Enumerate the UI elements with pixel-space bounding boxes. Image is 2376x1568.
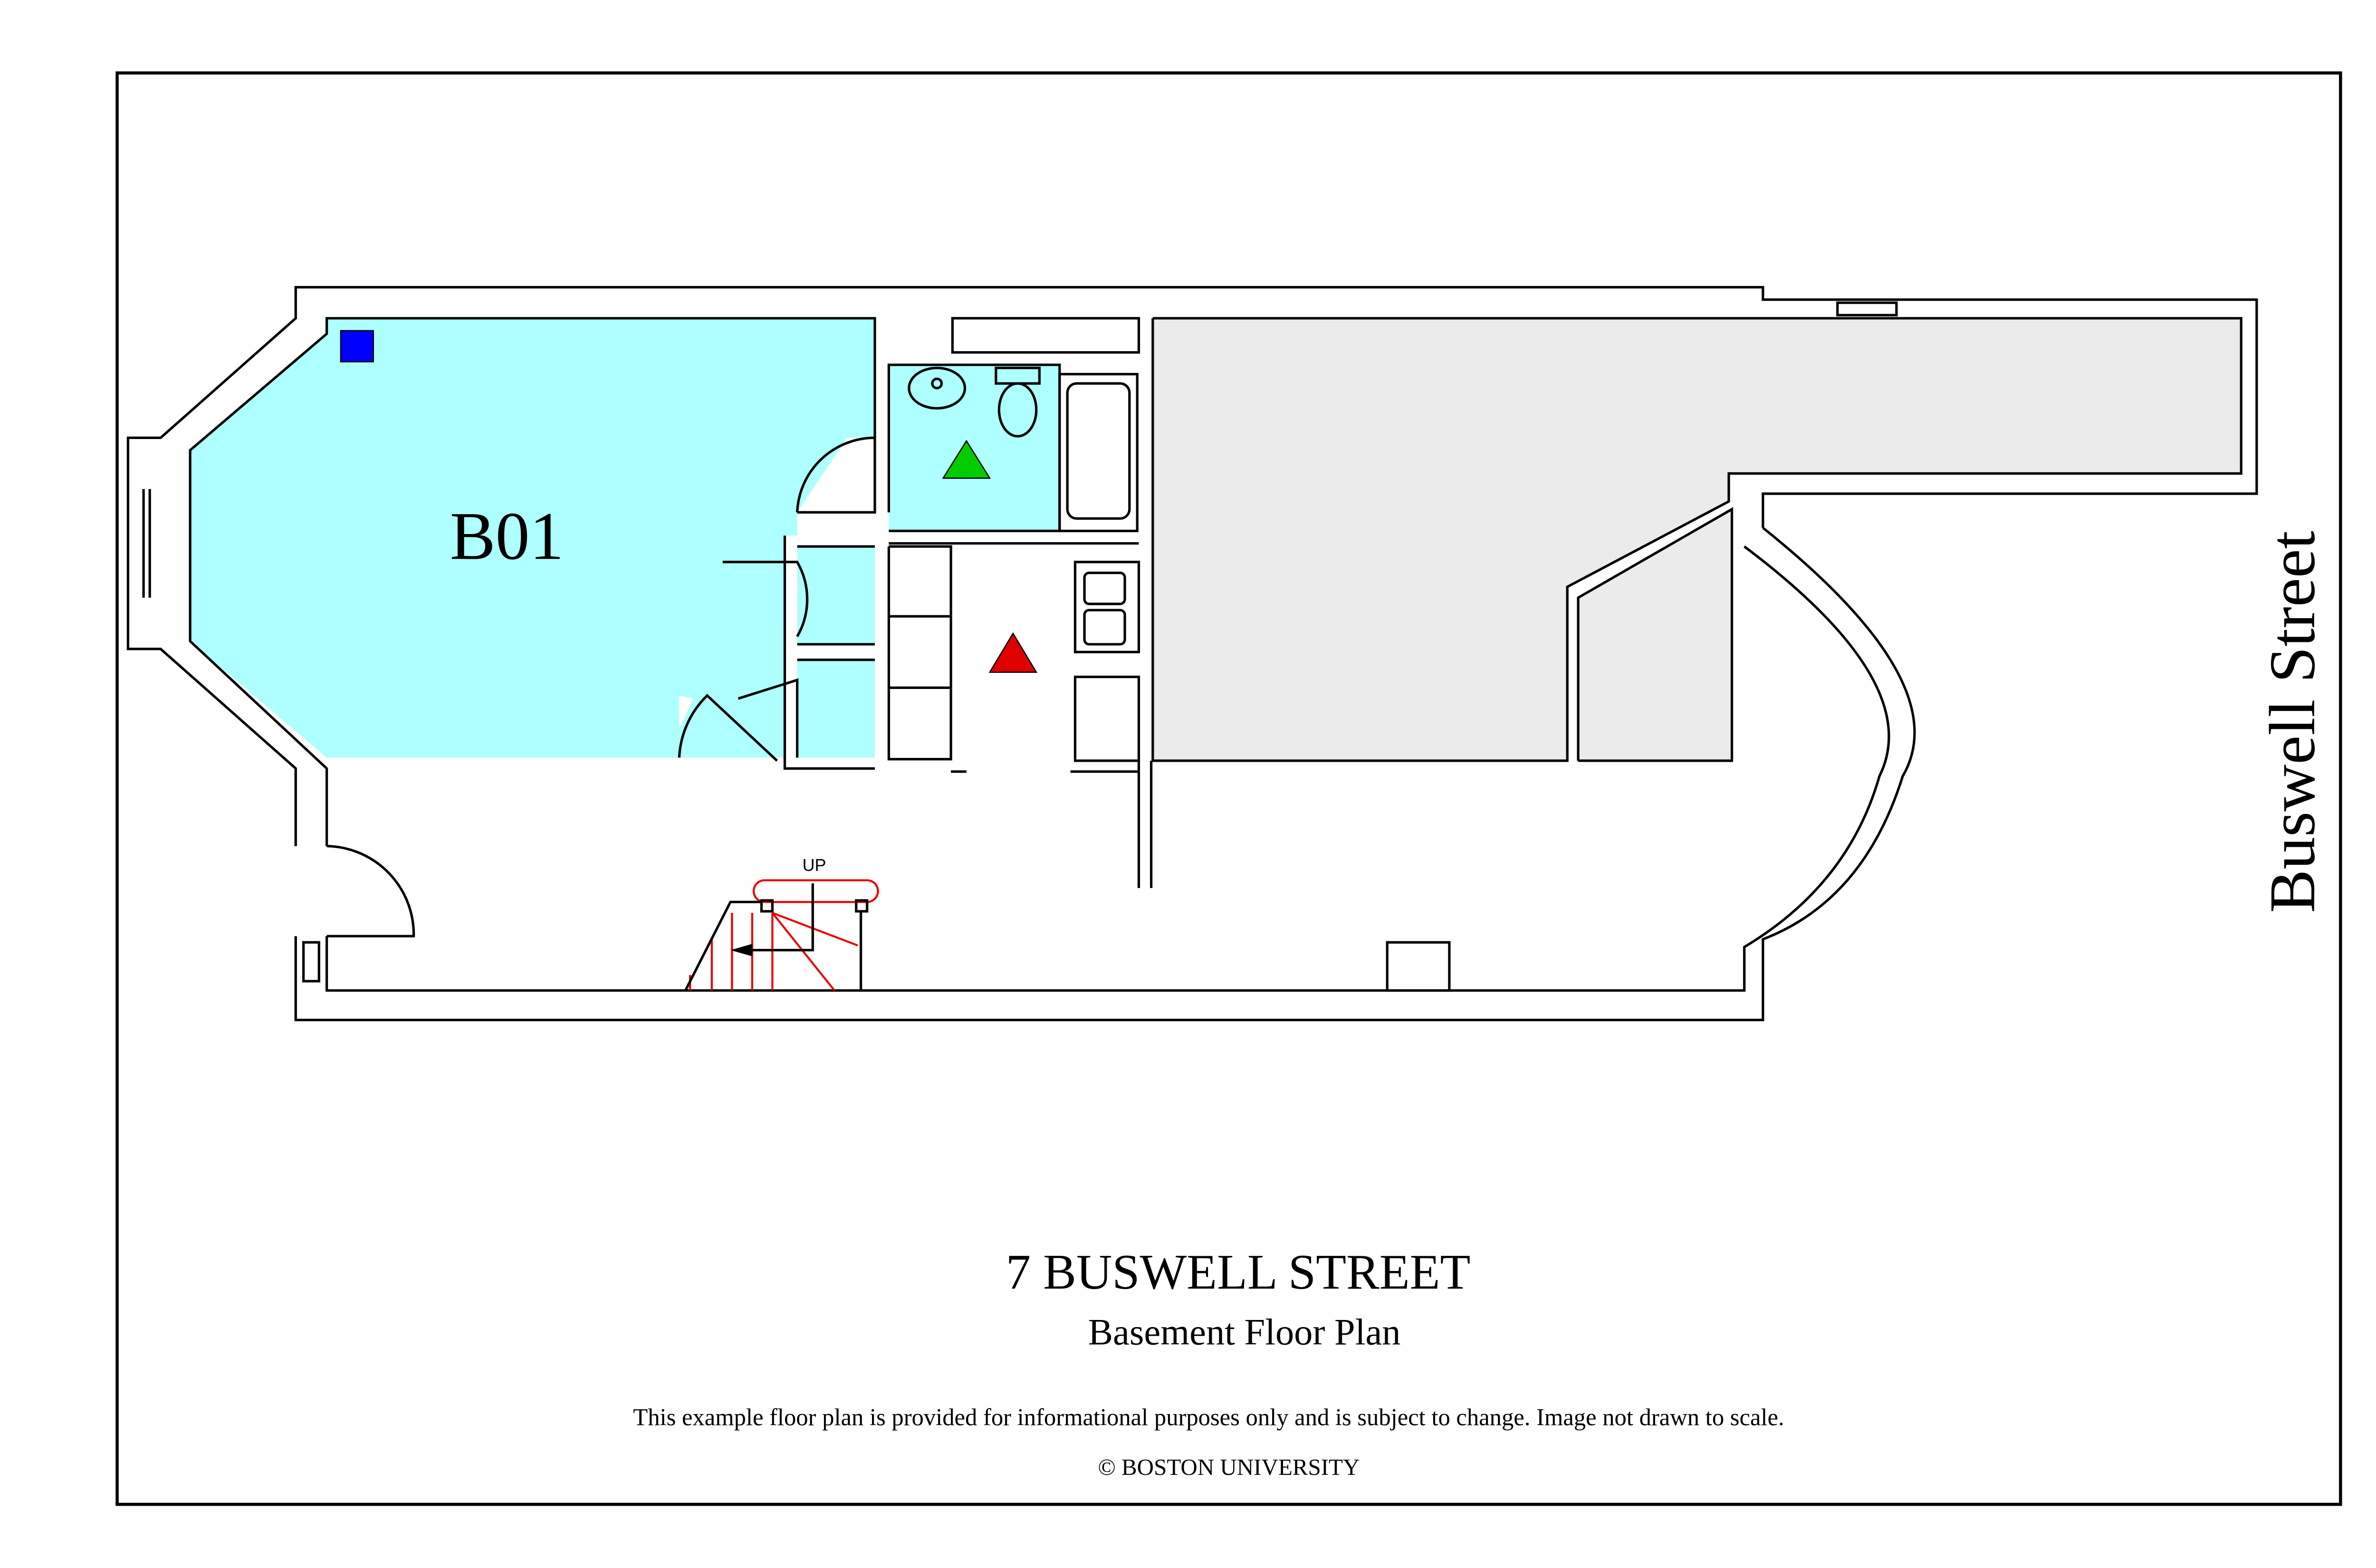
bathtub-inner bbox=[1066, 382, 1131, 520]
red-triangle-icon bbox=[988, 632, 1038, 673]
room-b01-closet-2 bbox=[797, 660, 875, 758]
plan-subtitle: Basement Floor Plan bbox=[1088, 1311, 1401, 1353]
door-closet-2[interactable] bbox=[738, 678, 799, 758]
bath-wall bbox=[887, 363, 1061, 533]
blue-square-icon bbox=[340, 330, 374, 363]
hall-wall bbox=[783, 535, 875, 770]
sink-1 bbox=[1083, 572, 1126, 605]
street-label: Buswell Street bbox=[2256, 531, 2328, 913]
outer-wall bbox=[126, 286, 2258, 846]
window-top bbox=[1836, 301, 1898, 316]
toilet-tank bbox=[995, 366, 1041, 385]
unavailable-area bbox=[1152, 318, 2242, 761]
door-closet-1[interactable] bbox=[722, 561, 809, 637]
door-b01[interactable] bbox=[678, 694, 778, 762]
inner-wall bbox=[189, 317, 876, 846]
bathroom-area bbox=[889, 364, 1060, 531]
disclaimer-text: This example floor plan is provided for … bbox=[633, 1404, 1784, 1430]
sink-icon bbox=[908, 366, 967, 410]
up-arrow-line bbox=[737, 883, 814, 952]
inner-wall-right bbox=[1151, 317, 2242, 762]
building-title: 7 BUSWELL STREET bbox=[1006, 1244, 1471, 1300]
stair-stringer bbox=[684, 900, 762, 991]
kitchen-cabinet bbox=[1073, 675, 1140, 762]
room-label: B01 bbox=[450, 498, 564, 574]
kitchen-counter bbox=[1073, 561, 1140, 653]
chimney bbox=[1386, 941, 1451, 992]
inner-wall-right-2 bbox=[1577, 507, 1734, 762]
unavailable-area-2 bbox=[1578, 509, 1732, 761]
bay-window-wall-outer bbox=[294, 526, 1916, 1022]
copyright-text: © BOSTON UNIVERSITY bbox=[1098, 1454, 1360, 1480]
stair-handrail bbox=[753, 879, 879, 903]
stair-treads bbox=[689, 912, 858, 991]
bay-window-wall-inner bbox=[326, 545, 1890, 992]
shelf bbox=[951, 317, 1140, 354]
sink-2 bbox=[1083, 609, 1126, 646]
door-bathroom[interactable] bbox=[796, 436, 876, 514]
window-front-door bbox=[302, 941, 320, 983]
drain-icon bbox=[931, 377, 943, 390]
sheet-border bbox=[115, 71, 2342, 1506]
room-b01-area[interactable] bbox=[190, 318, 875, 758]
door-front[interactable] bbox=[326, 845, 415, 937]
stair-up-label: UP bbox=[803, 855, 826, 875]
room-b01-closet-1 bbox=[797, 546, 875, 644]
stair-post bbox=[760, 899, 774, 913]
up-arrow-head bbox=[730, 944, 752, 956]
green-triangle-icon bbox=[942, 440, 991, 479]
